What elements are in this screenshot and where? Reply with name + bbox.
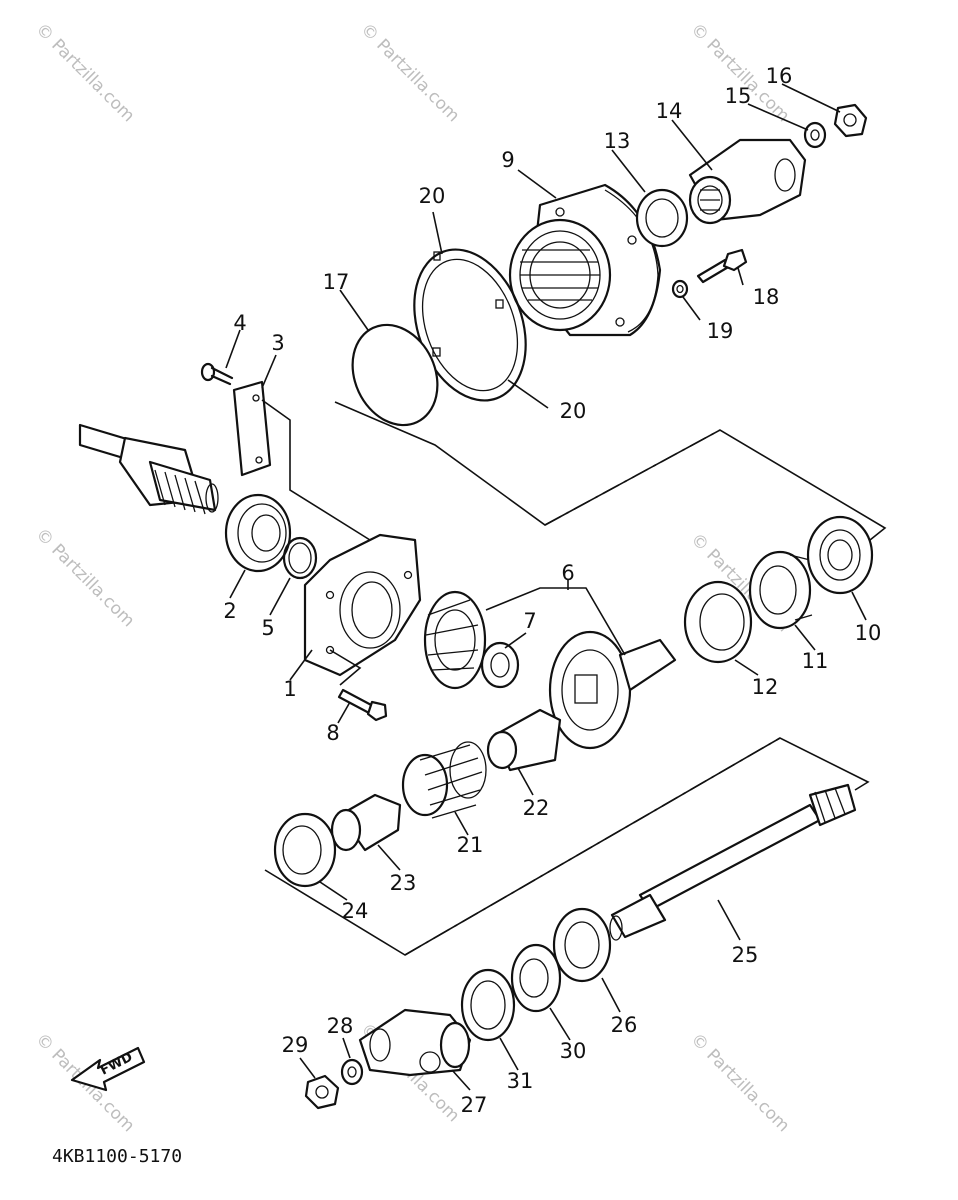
collar-23 [330,793,402,852]
callout-4: 4 [233,311,246,335]
callout-14: 14 [656,99,683,123]
callout-numbers: 1 2 3 4 5 6 7 8 9 10 11 12 13 14 15 16 1… [223,64,881,1117]
bearing-26 [552,907,612,983]
ring-gear-6 [548,630,677,750]
o-ring-5 [282,536,318,580]
callout-29: 29 [282,1033,309,1057]
nut-16 [833,103,868,138]
upper-axis-line [544,429,721,526]
drive-pinion-shaft [78,423,219,515]
spring-21 [401,741,487,819]
bearing-10 [806,515,874,595]
diagram-code: 4KB1100-5170 [52,1146,182,1167]
ring-nut-30 [510,943,562,1013]
callout-9: 9 [501,148,514,172]
lower-axis-line [404,737,781,956]
callout-28: 28 [327,1014,354,1038]
bearing-housing-1 [303,533,422,677]
callout-27: 27 [461,1093,488,1117]
callout-23: 23 [390,871,417,895]
watermark: © Partzilla.com [31,524,138,631]
housing-leader [329,649,362,686]
callout-26: 26 [611,1013,638,1037]
callout-30: 30 [560,1039,587,1063]
gear-case-housing [508,183,662,337]
bolt-18 [696,248,748,284]
watermark: © Partzilla.com [686,1029,793,1136]
washer-15 [803,121,827,149]
callout-1: 1 [283,677,296,701]
shim-17 [351,323,439,427]
gear-set-bracket [485,587,626,656]
washer-28 [340,1058,364,1086]
callout-13: 13 [604,129,631,153]
universal-joint-yoke-27 [358,1008,472,1077]
callout-7: 7 [523,609,536,633]
callout-12: 12 [752,675,779,699]
callout-8: 8 [326,721,339,745]
pinion-gear-6 [423,590,487,690]
universal-joint-yoke-14 [688,138,807,225]
callout-21: 21 [457,833,484,857]
callout-3: 3 [271,331,284,355]
callout-22: 22 [523,796,550,820]
callout-25: 25 [732,943,759,967]
screw-4 [200,362,234,386]
nut-29 [304,1074,340,1110]
bearing-12 [683,580,753,664]
callout-24: 24 [342,899,369,923]
oil-seal-13 [635,188,689,248]
assembly-lines [264,401,887,956]
callout-11: 11 [802,649,829,673]
callout-5: 5 [261,616,274,640]
oil-seal-31 [460,968,516,1042]
washer-19 [671,279,689,299]
collar-22 [486,708,562,772]
bolt-8 [337,688,388,722]
callout-10: 10 [855,621,882,645]
watermark: © Partzilla.com [356,19,463,126]
callout-20-top: 20 [419,184,446,208]
watermark: © Partzilla.com [31,19,138,126]
callout-19: 19 [707,319,734,343]
drive-shaft-25 [609,783,857,941]
callout-31: 31 [507,1069,534,1093]
nut-7 [480,641,520,689]
callout-leaders [225,83,867,1091]
callout-18: 18 [753,285,780,309]
callout-16: 16 [766,64,793,88]
bearing-24 [273,812,337,888]
callout-17: 17 [323,270,350,294]
callout-2: 2 [223,599,236,623]
ring-nut-11 [748,550,813,630]
bearing-2 [224,493,292,573]
callout-15: 15 [725,84,752,108]
plate-leader [261,399,371,541]
callout-20-bottom: 20 [560,399,587,423]
plate-3 [232,380,272,477]
callout-6: 6 [561,561,574,585]
